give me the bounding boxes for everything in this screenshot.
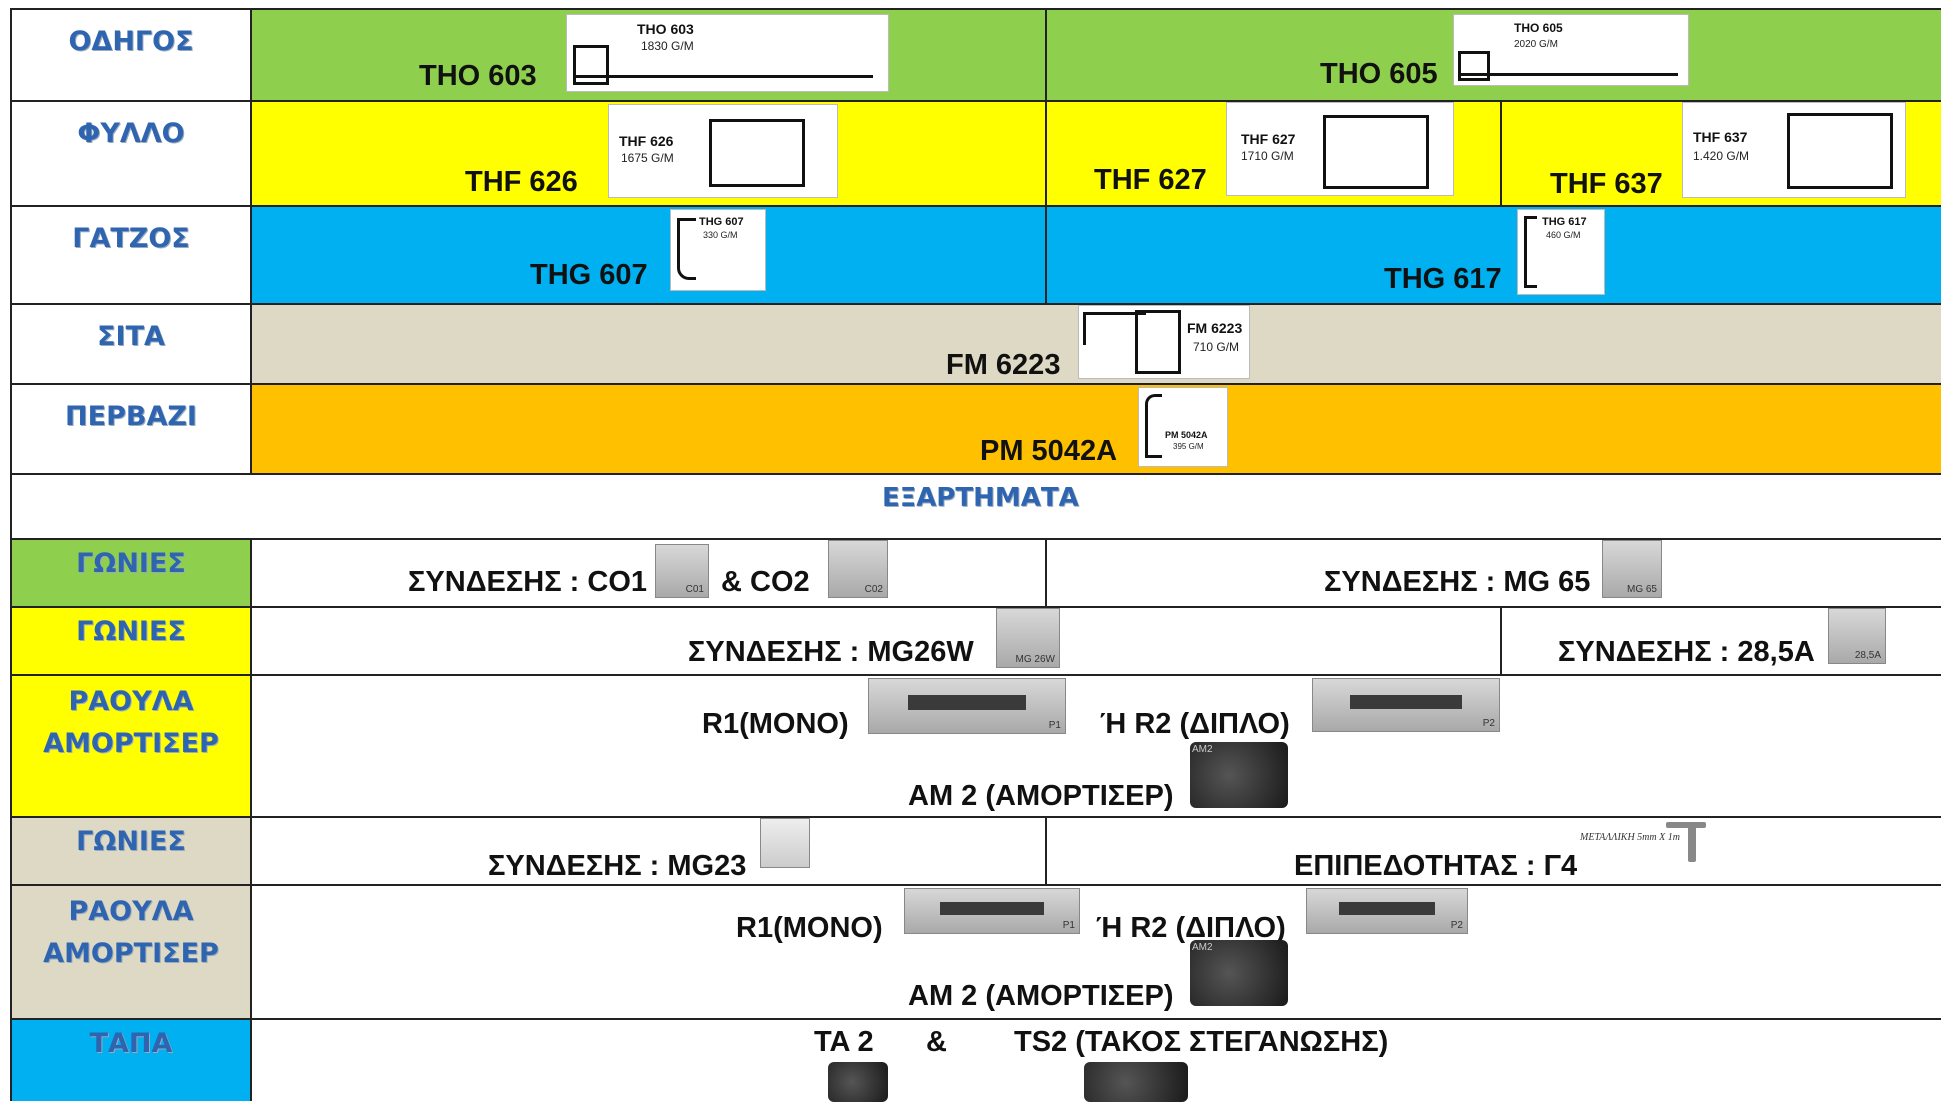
row-header: ΟΔΗΓΟΣ xyxy=(10,10,252,100)
orange-band xyxy=(252,385,1941,473)
part-label: ΣΥΝΔΕΣΗΣ : MG 65 xyxy=(1324,566,1591,598)
part-label: ΣΥΝΔΕΣΗΣ : MG26W xyxy=(688,636,974,668)
corner-photo: 28,5A xyxy=(1828,608,1886,664)
row-gonies-3: ΓΩΝΙΕΣ ΣΥΝΔΕΣΗΣ : MG23 ΕΠΙΠΕΔΟΤΗΤΑΣ : Γ4… xyxy=(10,816,1941,884)
profile-label: FM 6223 xyxy=(946,349,1061,381)
part-label: & xyxy=(926,1026,947,1058)
part-label: Ή R2 (ΔΙΠΛΟ) xyxy=(1096,912,1286,944)
row-header: ΡΑΟΥΛΑ ΑΜΟΡΤΙΣΕΡ xyxy=(10,676,252,816)
seal-photo xyxy=(1084,1062,1188,1102)
corner-photo xyxy=(760,818,810,868)
roller-photo: P1 xyxy=(904,888,1080,934)
profile-label: THO 605 xyxy=(1320,58,1438,90)
corner-photo: MG 65 xyxy=(1602,540,1662,598)
damper-photo: AM2 xyxy=(1190,940,1288,1006)
profile-label: THO 603 xyxy=(419,60,537,92)
roller-photo: P2 xyxy=(1306,888,1468,934)
column-divider xyxy=(1045,818,1047,884)
row-gonies-2: ΓΩΝΙΕΣ ΣΥΝΔΕΣΗΣ : MG26W MG 26W ΣΥΝΔΕΣΗΣ … xyxy=(10,606,1941,674)
part-label: R1(ΜΟΝΟ) xyxy=(736,912,883,944)
cap-photo xyxy=(828,1062,888,1102)
profile-label: THG 617 xyxy=(1384,263,1502,295)
row-raoula-1: ΡΑΟΥΛΑ ΑΜΟΡΤΙΣΕΡ R1(ΜΟΝΟ) P1 Ή R2 (ΔΙΠΛΟ… xyxy=(10,674,1941,816)
profile-drawing: PM 5042A 395 G/M xyxy=(1138,387,1228,467)
row-raoula-2: ΡΑΟΥΛΑ ΑΜΟΡΤΙΣΕΡ R1(ΜΟΝΟ) P1 Ή R2 (ΔΙΠΛΟ… xyxy=(10,884,1941,1018)
roller-photo: P2 xyxy=(1312,678,1500,732)
column-divider xyxy=(1045,102,1047,205)
part-label: ΣΥΝΔΕΣΗΣ : 28,5A xyxy=(1558,636,1815,668)
bracket-photo: ΜΕΤΑΛΛΙΚΗ 5mm X 1m xyxy=(1580,818,1714,870)
profile-drawing: THO 603 1830 G/M xyxy=(566,14,889,92)
row-tapa: ΤΑΠΑ TA 2 & TS2 (ΤΑΚΟΣ ΣΤΕΓΑΝΩΣΗΣ) xyxy=(10,1018,1941,1102)
row-header: ΠΕΡΒΑΖΙ xyxy=(10,385,252,473)
profile-drawing: THG 607 330 G/M xyxy=(670,209,766,291)
corner-photo: C01 xyxy=(655,544,709,598)
row-header: ΦΥΛΛΟ xyxy=(10,102,252,205)
column-divider xyxy=(1045,540,1047,606)
column-divider xyxy=(1045,10,1047,100)
profile-drawing: FM 6223 710 G/M xyxy=(1078,305,1250,379)
part-label: ΣΥΝΔΕΣΗΣ : MG23 xyxy=(488,850,747,882)
column-divider xyxy=(1045,207,1047,303)
row-sita: ΣΙΤΑ FM 6223 FM 6223 710 G/M xyxy=(10,303,1941,383)
row-header: ΣΙΤΑ xyxy=(10,305,252,383)
part-label: TA 2 xyxy=(814,1026,874,1058)
profile-drawing: THG 617 460 G/M xyxy=(1517,209,1605,295)
profile-drawing: THF 637 1.420 G/M xyxy=(1682,102,1906,198)
part-label: AM 2 (ΑΜΟΡΤΙΣΕΡ) xyxy=(908,780,1174,812)
column-divider xyxy=(1500,102,1502,205)
row-header: ΓΩΝΙΕΣ xyxy=(10,540,252,606)
blue-band xyxy=(252,207,1941,303)
roller-photo: P1 xyxy=(868,678,1066,734)
row-header: ΡΑΟΥΛΑ ΑΜΟΡΤΙΣΕΡ xyxy=(10,886,252,1018)
row-header: ΓΑΤΖΟΣ xyxy=(10,207,252,303)
part-label: Ή R2 (ΔΙΠΛΟ) xyxy=(1100,708,1290,740)
row-header: ΓΩΝΙΕΣ xyxy=(10,608,252,674)
yellow-band xyxy=(252,102,1941,205)
column-divider xyxy=(1500,608,1502,674)
profile-drawing: THO 605 2020 G/M xyxy=(1453,14,1689,86)
row-fyllo: ΦΥΛΛΟ THF 626 THF 626 1675 G/M THF 627 T… xyxy=(10,100,1941,205)
part-label: R1(ΜΟΝΟ) xyxy=(702,708,849,740)
part-label: ΕΠΙΠΕΔΟΤΗΤΑΣ : Γ4 xyxy=(1294,850,1578,882)
row-gatzos: ΓΑΤΖΟΣ THG 607 THG 607 330 G/M THG 617 T… xyxy=(10,205,1941,303)
profile-label: PM 5042A xyxy=(980,435,1118,467)
profile-drawing: THF 626 1675 G/M xyxy=(608,104,838,198)
part-label: & CO2 xyxy=(721,566,810,598)
corner-photo: C02 xyxy=(828,540,888,598)
row-gonies-1: ΓΩΝΙΕΣ ΣΥΝΔΕΣΗΣ : CO1 C01 & CO2 C02 ΣΥΝΔ… xyxy=(10,538,1941,606)
profile-label: THF 637 xyxy=(1550,168,1663,200)
part-label: TS2 (ΤΑΚΟΣ ΣΤΕΓΑΝΩΣΗΣ) xyxy=(1014,1026,1389,1058)
profile-label: THG 607 xyxy=(530,259,648,291)
row-odigos: ΟΔΗΓΟΣ THO 603 THO 603 1830 G/M THO 605 … xyxy=(10,8,1941,100)
profile-label: THF 627 xyxy=(1094,164,1207,196)
profile-label: THF 626 xyxy=(465,166,578,198)
corner-photo: MG 26W xyxy=(996,608,1060,668)
profile-drawing: THF 627 1710 G/M xyxy=(1226,102,1454,196)
section-title: ΕΞΑΡΤΗΜΑΤΑ xyxy=(882,483,1079,513)
damper-photo: AM2 xyxy=(1190,742,1288,808)
part-label: ΣΥΝΔΕΣΗΣ : CO1 xyxy=(408,566,648,598)
section-title-row: ΕΞΑΡΤΗΜΑΤΑ xyxy=(10,473,1941,538)
row-pervazi: ΠΕΡΒΑΖΙ PM 5042A PM 5042A 395 G/M xyxy=(10,383,1941,473)
part-label: AM 2 (ΑΜΟΡΤΙΣΕΡ) xyxy=(908,980,1174,1012)
row-header: ΓΩΝΙΕΣ xyxy=(10,818,252,884)
row-header: ΤΑΠΑ xyxy=(10,1020,252,1101)
